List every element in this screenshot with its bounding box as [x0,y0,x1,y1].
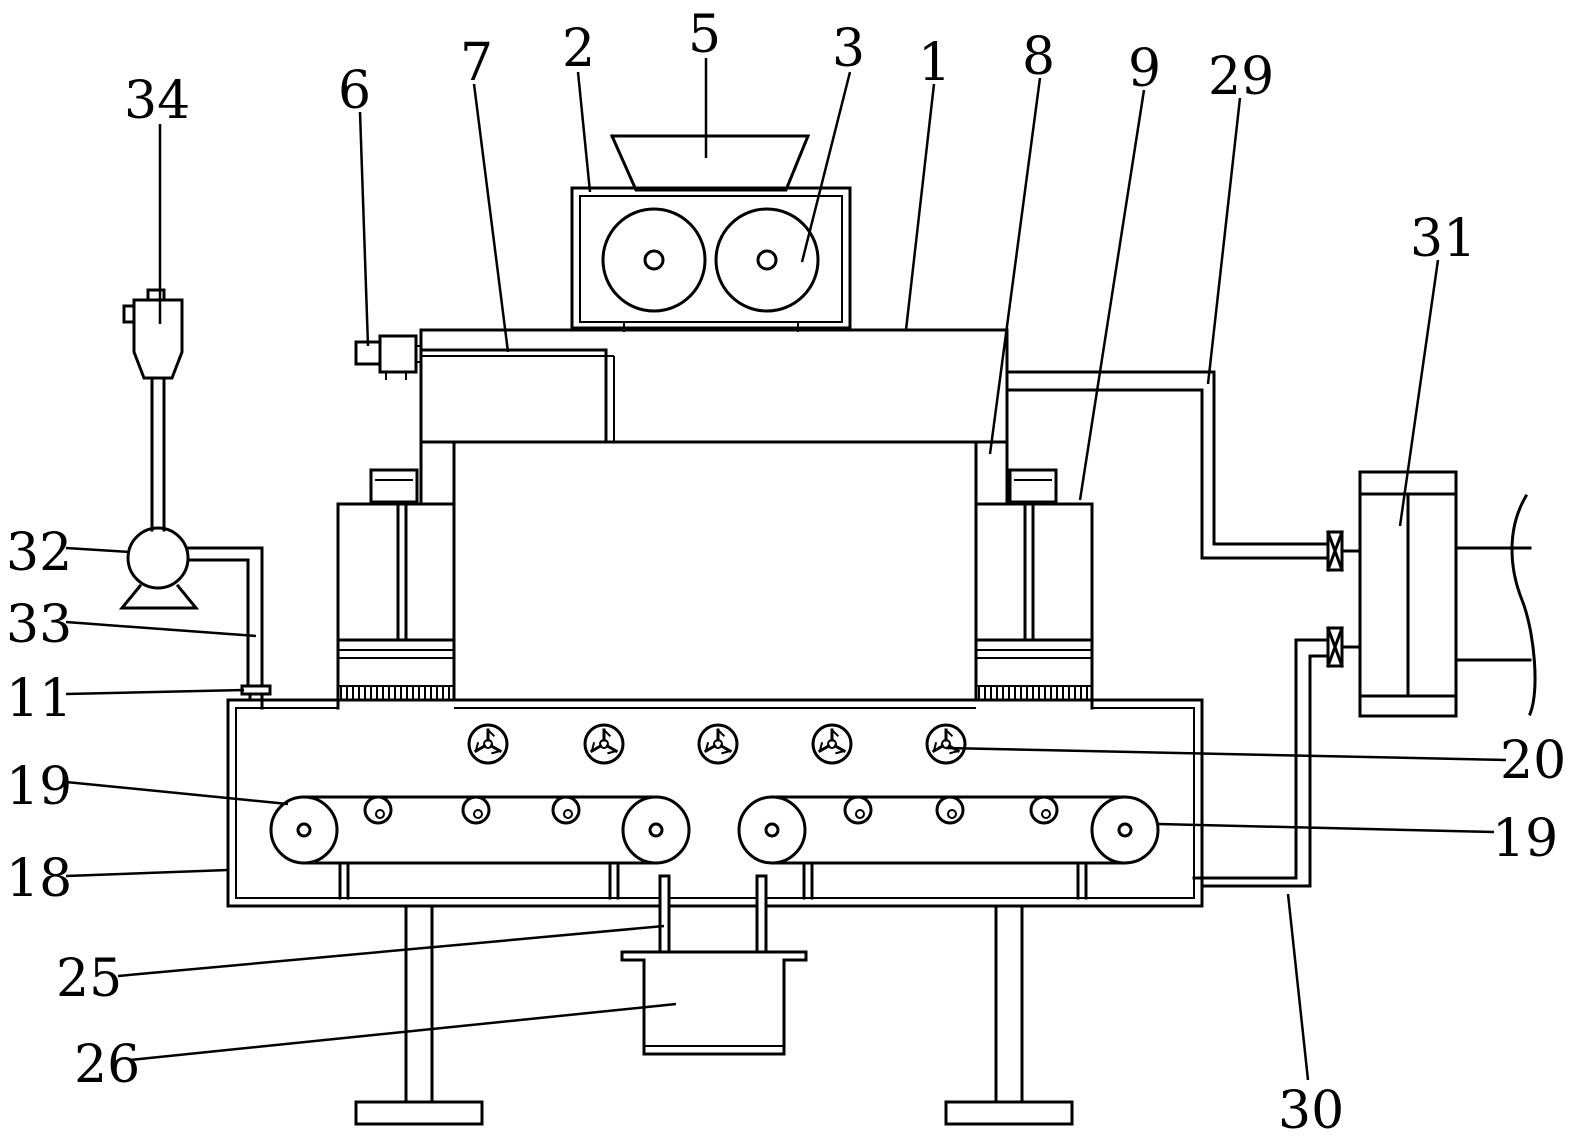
suction-port [240,684,272,710]
label-20: 20 [1500,731,1566,791]
label-11: 11 [6,669,72,729]
collector-bin [620,950,808,1056]
idler-roller [551,795,581,825]
label-18: 18 [6,849,72,909]
suction-pump [118,526,264,610]
support-leg-left [354,904,484,1126]
hot-air-pipe [1005,370,1330,560]
support-leg-right [944,904,1074,1126]
valve-lower [1326,626,1362,668]
valve-upper [1326,530,1362,572]
label-2: 2 [562,19,595,79]
label-25: 25 [56,949,122,1009]
label-5: 5 [688,5,721,65]
label-30: 30 [1278,1081,1344,1141]
label-1: 1 [918,33,951,93]
left-side-column [336,468,456,702]
crushing-roller-right [714,207,820,313]
idler-roller [461,795,491,825]
label-19-right: 19 [1492,809,1558,869]
label-34: 34 [124,71,190,131]
idler-rollers [363,795,1059,825]
label-6: 6 [338,61,371,121]
return-pipe [1192,638,1330,888]
drying-chamber [419,440,1009,702]
fan-row [467,723,967,765]
heat-exchanger [1358,470,1537,718]
crushing-roller-left [601,207,707,313]
fan [925,723,967,765]
screw-motor [354,334,421,380]
idler-roller [1029,795,1059,825]
label-9: 9 [1128,39,1161,99]
feed-hopper [610,134,811,192]
label-26: 26 [74,1035,140,1095]
lower-chamber [226,698,1204,908]
idler-roller [843,795,873,825]
idler-roller [363,795,393,825]
idler-roller [935,795,965,825]
label-8: 8 [1022,27,1055,87]
fan [583,723,625,765]
fan [811,723,853,765]
cyclone-separator [122,288,184,532]
right-side-column [974,468,1094,702]
label-29: 29 [1208,47,1274,107]
fan [697,723,739,765]
reference-numerals: 34 6 7 2 5 3 1 8 9 29 31 32 33 11 19 18 … [6,5,1566,1141]
label-33: 33 [6,595,72,655]
conveyor-right [737,795,1160,900]
conveyor-left [269,795,691,900]
upper-housing [419,328,1009,444]
label-32: 32 [6,523,72,583]
label-3: 3 [832,19,865,79]
label-31: 31 [1410,209,1476,269]
discharge-chute [658,874,768,954]
fan [467,723,509,765]
crusher-box [570,186,852,332]
label-19-left: 19 [6,757,72,817]
label-7: 7 [460,33,493,93]
leader-lines [65,58,1507,1081]
suction-pipe [246,546,264,688]
